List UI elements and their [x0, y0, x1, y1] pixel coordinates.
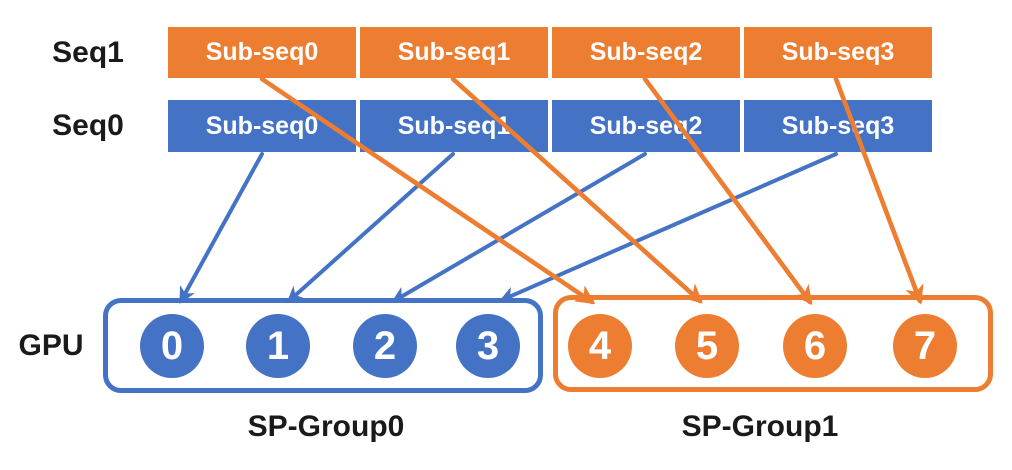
seq1-subseq3-cell: Sub-seq3 — [744, 27, 932, 78]
arrow-seq0-sub0-to-gpu0 — [179, 152, 264, 304]
sp-group1-label: SP-Group1 — [681, 410, 839, 443]
seq0-subseq2-cell: Sub-seq2 — [552, 100, 740, 152]
seq0-label: Seq0 — [52, 109, 124, 142]
seq1-subseq2-cell: Sub-seq2 — [552, 27, 740, 78]
gpu-circle-5: 5 — [675, 314, 739, 378]
seq1-subseq0-cell: Sub-seq0 — [168, 27, 356, 78]
seq1-label: Seq1 — [52, 36, 124, 69]
gpu-circle-0: 0 — [140, 314, 204, 378]
arrow-seq0-sub1-to-gpu1 — [286, 152, 455, 304]
gpu-circle-2: 2 — [353, 314, 417, 378]
gpu-label: GPU — [18, 329, 84, 362]
arrow-seq0-sub2-to-gpu2 — [391, 152, 647, 303]
seq0-subseq0-cell: Sub-seq0 — [168, 100, 356, 152]
seq0-subseq3-cell: Sub-seq3 — [744, 100, 932, 152]
sp-group0-label: SP-Group0 — [247, 410, 405, 443]
seq0-subseq1-cell: Sub-seq1 — [360, 100, 548, 152]
gpu-circle-4: 4 — [568, 314, 632, 378]
gpu-circle-3: 3 — [456, 314, 520, 378]
arrow-seq0-sub3-to-gpu3 — [498, 152, 838, 303]
gpu-circle-6: 6 — [783, 314, 847, 378]
gpu-circle-1: 1 — [246, 314, 310, 378]
gpu-circle-7: 7 — [893, 314, 957, 378]
seq1-bar: Sub-seq0 Sub-seq1 Sub-seq2 Sub-seq3 — [168, 27, 932, 78]
seq1-subseq1-cell: Sub-seq1 — [360, 27, 548, 78]
seq0-bar: Sub-seq0 Sub-seq1 Sub-seq2 Sub-seq3 — [168, 100, 932, 152]
